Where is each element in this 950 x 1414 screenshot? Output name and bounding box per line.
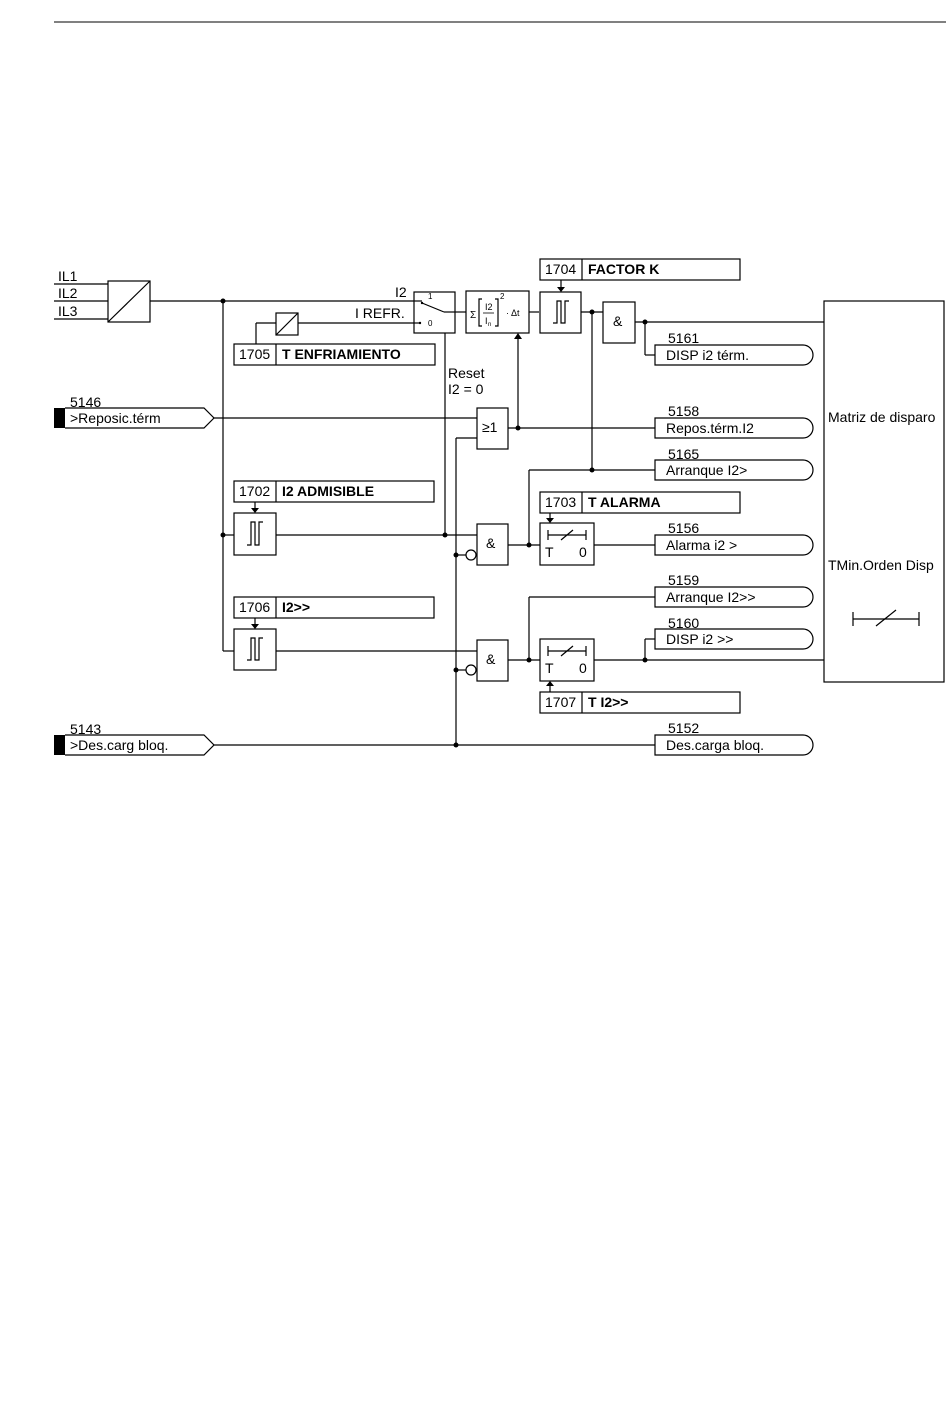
output-5159: 5159 Arranque I2>> [654, 572, 814, 608]
output-5165: 5165 Arranque I2> [654, 446, 814, 481]
param-label-t-alarm: T ALARMA [588, 494, 661, 510]
integrator-exponent: 2 [500, 292, 505, 301]
and-gate-label: & [613, 313, 623, 329]
svg-text:DISP i2 térm.: DISP i2 térm. [666, 347, 749, 363]
and-gate-i2-high: & [476, 639, 509, 682]
input-number-5143: 5143 [70, 721, 101, 737]
output-5161: 5161 DISP i2 térm. [654, 330, 814, 366]
param-label-i2-high: I2>> [282, 599, 310, 615]
switch-label-i2: I2 [395, 284, 407, 300]
svg-text:Des.carga bloq.: Des.carga bloq. [666, 737, 764, 753]
integrator-delta-t: · Δt [506, 308, 520, 318]
and-gate-alarm-label: & [486, 535, 496, 551]
output-5156: 5156 Alarma i2 > [654, 520, 814, 556]
negative-sequence-filter [107, 280, 151, 323]
or-gate-reset: ≥1 [476, 407, 509, 450]
svg-text:Repos.térm.I2: Repos.térm.I2 [666, 420, 754, 436]
param-number-1702: 1702 [239, 483, 270, 499]
and-gate-trip-thermal: & [602, 301, 636, 344]
param-t-alarm: 1703 T ALARMA [539, 491, 741, 514]
timer-alarm-t: T [545, 544, 554, 560]
svg-text:5161: 5161 [668, 330, 699, 346]
param-label-t-i2-high: T I2>> [588, 694, 628, 710]
timer-alarm: T 0 [539, 522, 595, 566]
reset-switch: 1 0 [413, 291, 456, 334]
integrator-block: Σ I2 I n 2 · Δt [465, 290, 530, 334]
switch-label-iref: I REFR. [355, 305, 405, 321]
param-label-i2-admissible: I2 ADMISIBLE [282, 483, 374, 499]
threshold-i2-high [233, 628, 277, 671]
param-i2-admissible: 1702 I2 ADMISIBLE [233, 480, 435, 503]
input-label-reset: >Reposic.térm [70, 410, 161, 426]
param-number-1707: 1707 [545, 694, 576, 710]
svg-text:5156: 5156 [668, 520, 699, 536]
svg-text:DISP i2 >>: DISP i2 >> [666, 631, 733, 647]
timer-high-t: T [545, 660, 554, 676]
trip-matrix-title: Matriz de disparo [828, 409, 936, 425]
phase-label-il3: IL3 [58, 303, 78, 319]
reset-note-line2: I2 = 0 [448, 381, 484, 397]
param-t-i2-high: 1707 T I2>> [539, 691, 741, 714]
cooling-converter [275, 312, 299, 336]
threshold-factor-k [539, 291, 582, 334]
svg-text:5159: 5159 [668, 572, 699, 588]
timer-alarm-zero: 0 [579, 544, 587, 560]
integrator-denominator: I [485, 316, 488, 326]
param-label-factor-k: FACTOR K [588, 261, 659, 277]
output-5158: 5158 Repos.térm.I2 [654, 403, 814, 439]
param-number-1704: 1704 [545, 261, 576, 277]
svg-text:Arranque I2>>: Arranque I2>> [666, 589, 756, 605]
param-factor-k: 1704 FACTOR K [539, 258, 741, 281]
or-gate-label: ≥1 [482, 419, 498, 435]
svg-text:5152: 5152 [668, 720, 699, 736]
param-label-cooling: T ENFRIAMIENTO [282, 346, 401, 362]
input-block[interactable]: 5143 >Des.carg bloq. [54, 721, 215, 756]
integrator-denominator-sub: n [488, 322, 491, 328]
and-gate-alarm: & [476, 523, 509, 566]
reset-note-line1: Reset [448, 365, 485, 381]
input-label-block: >Des.carg bloq. [70, 737, 168, 753]
svg-text:Arranque I2>: Arranque I2> [666, 462, 747, 478]
phase-label-il1: IL1 [58, 268, 78, 284]
svg-text:Alarma i2 >: Alarma i2 > [666, 537, 737, 553]
param-number-1703: 1703 [545, 494, 576, 510]
integrator-numerator: I2 [485, 302, 493, 312]
output-5152: 5152 Des.carga bloq. [654, 720, 814, 756]
input-reset-thermal[interactable]: 5146 >Reposic.térm [54, 394, 215, 429]
param-number-1705: 1705 [239, 346, 270, 362]
svg-text:5165: 5165 [668, 446, 699, 462]
param-cooling: 1705 T ENFRIAMIENTO [233, 343, 436, 366]
param-number-1706: 1706 [239, 599, 270, 615]
trip-matrix-tmin: TMin.Orden Disp [828, 557, 934, 573]
switch-pos-0: 0 [428, 319, 433, 328]
svg-text:5158: 5158 [668, 403, 699, 419]
integrator-sum: Σ [470, 310, 476, 321]
phase-label-il2: IL2 [58, 285, 78, 301]
output-5160: 5160 DISP i2 >> [654, 615, 814, 650]
timer-i2-high: T 0 [539, 638, 595, 682]
threshold-i2-admissible [233, 512, 277, 556]
svg-text:5160: 5160 [668, 615, 699, 631]
timer-high-zero: 0 [579, 660, 587, 676]
and-gate-high-label: & [486, 651, 496, 667]
min-trip-time-icon [852, 609, 920, 627]
trip-matrix: Matriz de disparo TMin.Orden Disp [823, 300, 945, 683]
phase-inputs: IL1 IL2 IL3 [54, 268, 108, 320]
param-i2-high: 1706 I2>> [233, 596, 435, 619]
input-number-5146: 5146 [70, 394, 101, 410]
switch-pos-1: 1 [428, 292, 433, 301]
